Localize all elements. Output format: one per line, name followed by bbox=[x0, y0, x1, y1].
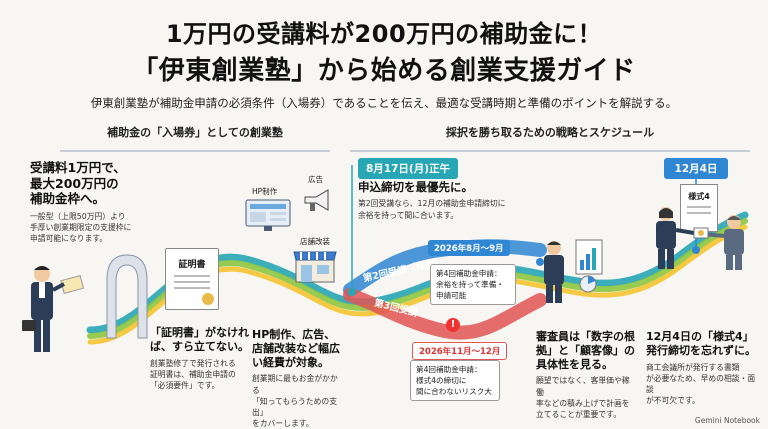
application-headline: 申込締切を最優先に。 bbox=[358, 180, 473, 194]
ad-label: 広告 bbox=[308, 175, 323, 184]
hp-label: HP制作 bbox=[252, 187, 278, 196]
expenses-note: 創業期に最もお金がかかる 「知ってもらうための支出」 をカバーします。 bbox=[252, 374, 338, 429]
application-note: 第2回受講なら、12月の補助金申請締切に 余裕を持って間に合います。 bbox=[358, 199, 506, 220]
form4-note: 商工会議所が発行する書類 が必要なため、早めの相談・面談 が不可欠です。 bbox=[646, 362, 756, 406]
left-section-rule bbox=[60, 150, 330, 152]
expenses-block: HP制作、広告、店舗改装など幅広い経費が対象。 創業期に最もお金がかかる 「知っ… bbox=[252, 328, 344, 429]
page-title-line2: 「伊東創業塾」から始める創業支援ガイド bbox=[132, 56, 636, 86]
certificate-headline: 「証明書」がなければ、すら立てない。 bbox=[150, 326, 249, 353]
businessman-illustration bbox=[22, 266, 85, 352]
form4-date-pill: 12月4日 bbox=[664, 158, 728, 179]
form4-doc-label: 様式4 bbox=[688, 192, 710, 201]
form4-document-icon: 様式4 bbox=[680, 184, 718, 232]
warning-icon: ! bbox=[446, 318, 460, 332]
store-label: 店舗改装 bbox=[300, 237, 330, 246]
certificate-block: 「証明書」がなければ、すら立てない。 創業塾修了で発行される 証明書は、補助金申… bbox=[150, 326, 250, 391]
right-section-heading: 採択を勝ち取るための戦略とスケジュール bbox=[445, 126, 655, 139]
handshake-illustration bbox=[656, 207, 744, 270]
store-icon bbox=[293, 251, 337, 283]
intro-note: 一般型（上限50万円）より 手厚い創業期限定の支援枠に 申請可能になります。 bbox=[30, 211, 132, 244]
deadline-date-pill: 8月17日(月)正午 bbox=[358, 158, 458, 179]
review-note: 願望ではなく、客単価や稼働 率などの積み上げで計画を 立てることが重要です。 bbox=[536, 376, 630, 420]
route3-period-tag: 2026年11月〜12月 bbox=[412, 342, 508, 360]
certificate-note: 創業塾修了で発行される 証明書は、補助金申請の 「必須要件」です。 bbox=[150, 358, 236, 391]
route3-callout: 第4回補助金申請： 様式4の締切に 間に合わないリスク大 bbox=[410, 360, 500, 401]
footer-brand: Gemini Notebook bbox=[694, 416, 760, 425]
route2-period-tag: 2026年8月〜9月 bbox=[428, 240, 510, 256]
gate-arch-icon bbox=[106, 254, 148, 339]
intro-block: 受講料1万円で、 最大200万円の 補助金枠へ。 一般型（上限50万円）より 手… bbox=[30, 160, 180, 245]
page-title-line1: 1万円の受講料が200万円の補助金に！ bbox=[165, 20, 603, 48]
right-section-rule bbox=[350, 150, 750, 152]
certificate-icon: 証明書 bbox=[165, 248, 219, 310]
route2-callout: 第4回補助金申請： 余裕を持って準備・ 申請可能 bbox=[430, 264, 516, 305]
form4-headline: 12月4日の「様式4」発行締切を忘れずに。 bbox=[646, 330, 756, 357]
monitor-icon bbox=[245, 199, 291, 231]
application-deadline-block: 申込締切を最優先に。 第2回受講なら、12月の補助金申請締切に 余裕を持って間に… bbox=[358, 180, 518, 221]
intro-headline: 受講料1万円で、 最大200万円の 補助金枠へ。 bbox=[30, 160, 126, 207]
page-subtitle: 伊東創業塾が補助金申請の必須条件（入場券）であることを伝え、最適な受講時期と準備… bbox=[90, 96, 678, 110]
reviewer-illustration bbox=[544, 239, 603, 303]
review-headline: 審査員は「数字の根拠」と「顧客像」の具体性を見る。 bbox=[536, 330, 635, 371]
certificate-label: 証明書 bbox=[178, 260, 206, 270]
form4-block: 12月4日の「様式4」発行締切を忘れずに。 商工会議所が発行する書類 が必要なた… bbox=[646, 330, 756, 407]
left-section-heading: 補助金の「入場券」としての創業塾 bbox=[107, 126, 283, 139]
review-block: 審査員は「数字の根拠」と「顧客像」の具体性を見る。 願望ではなく、客単価や稼働 … bbox=[536, 330, 636, 420]
megaphone-icon bbox=[304, 189, 329, 211]
expenses-headline: HP制作、広告、店舗改装など幅広い経費が対象。 bbox=[252, 328, 340, 369]
